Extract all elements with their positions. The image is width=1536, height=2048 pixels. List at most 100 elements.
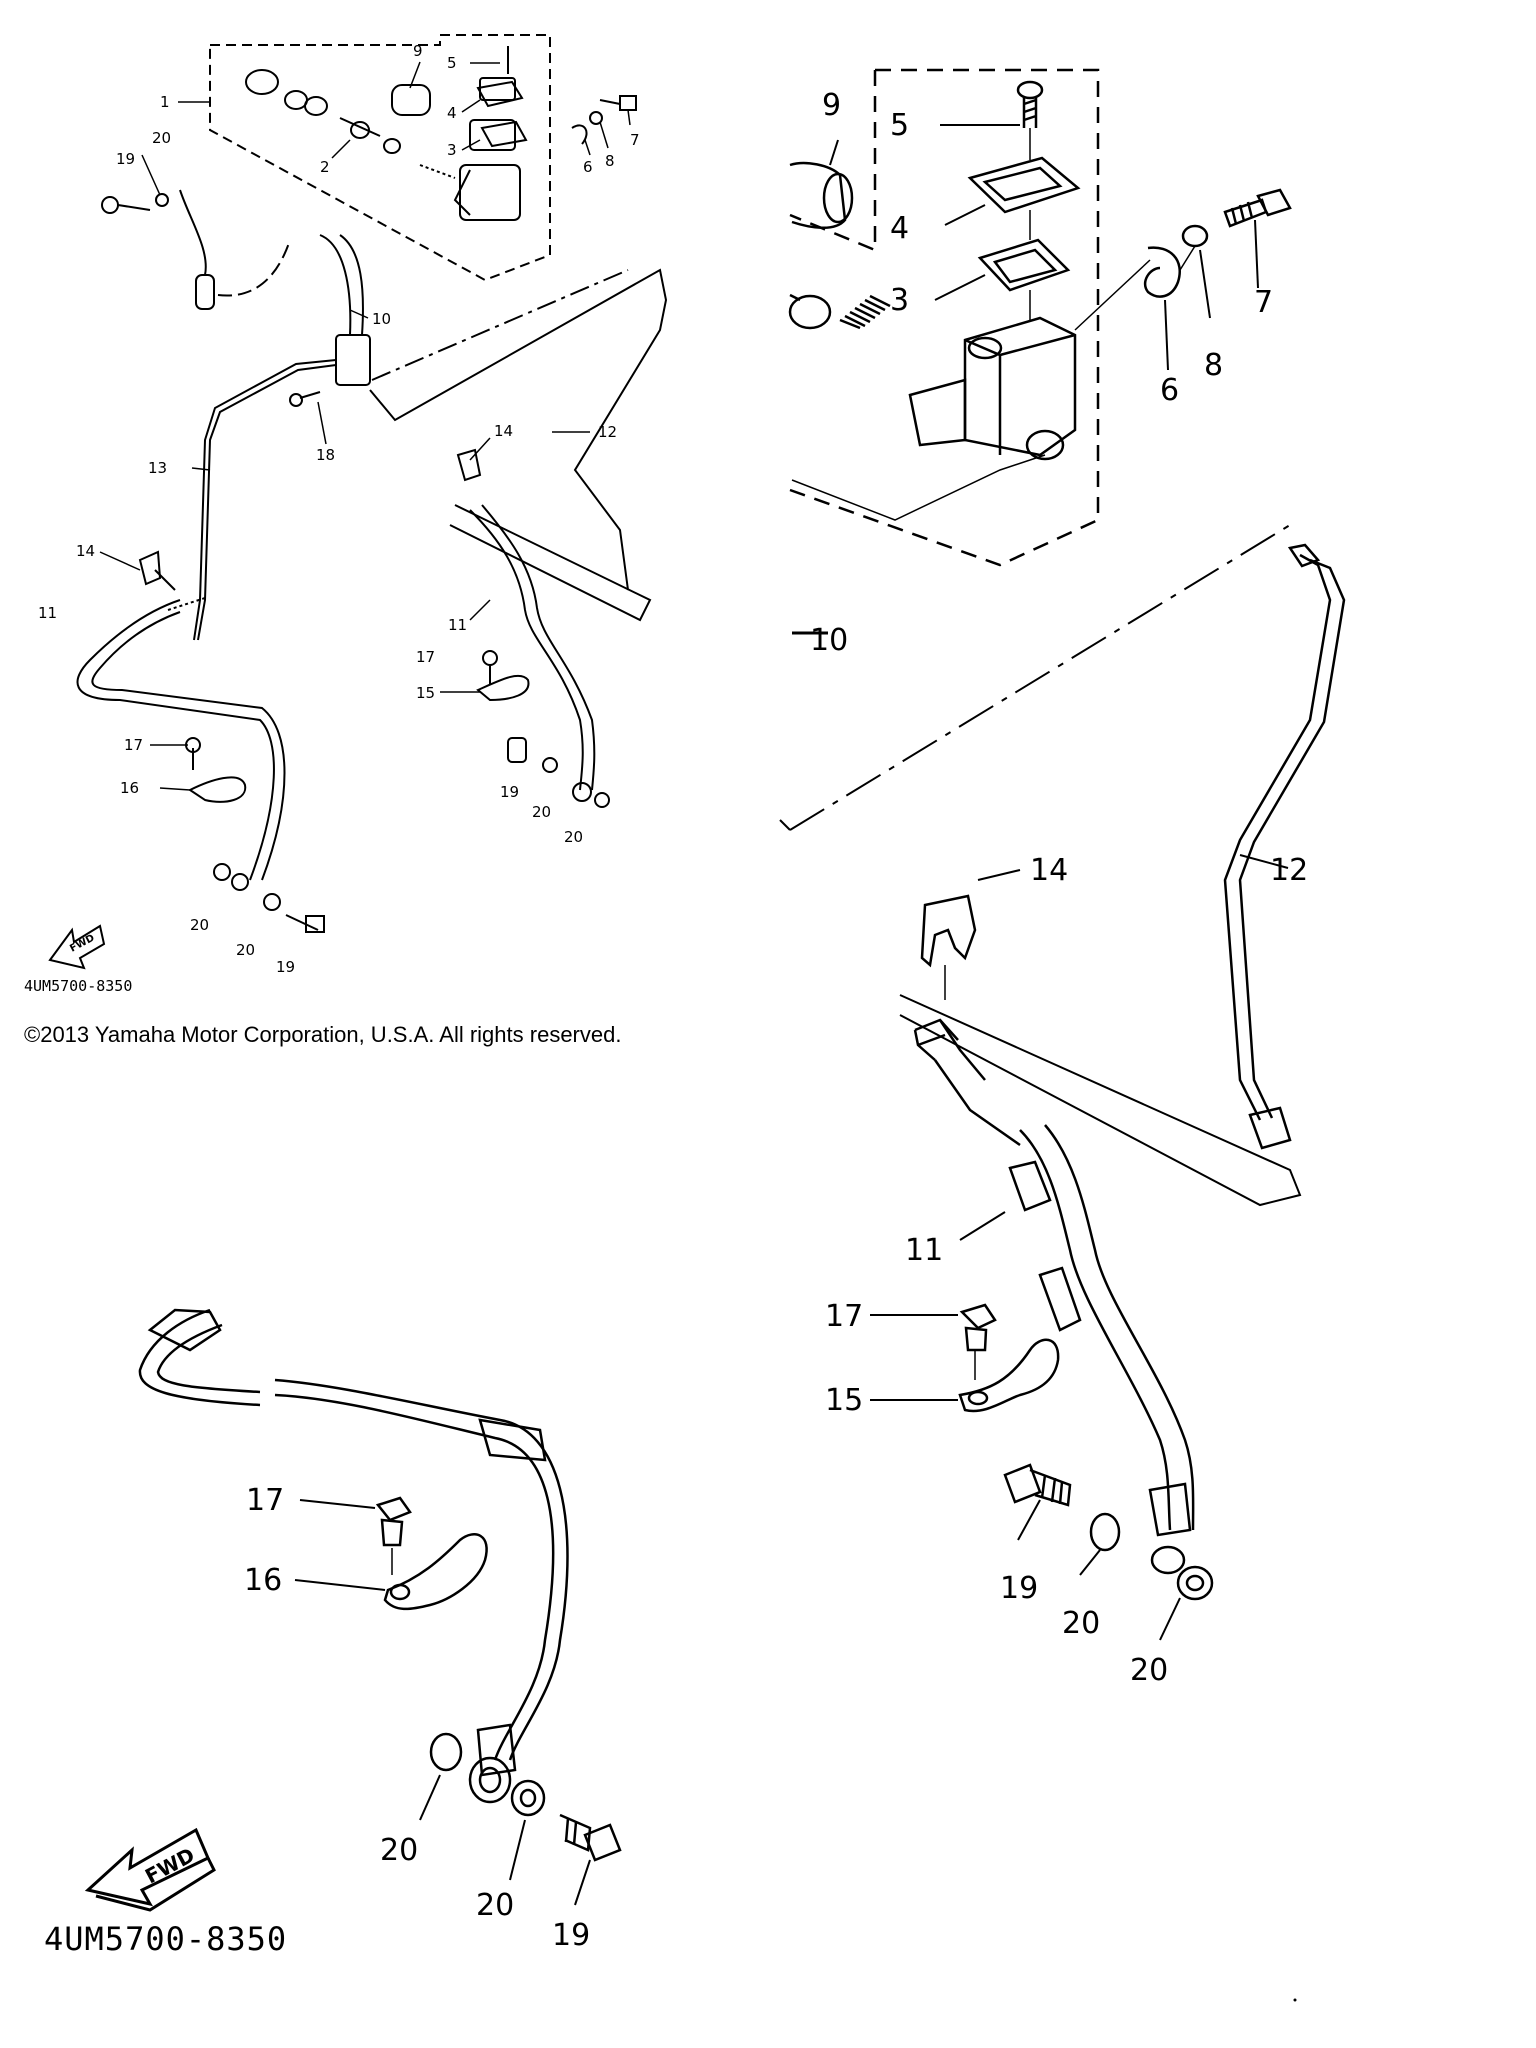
detail-part-19-banjo-bolt (1003, 1463, 1072, 1507)
ov-label-20-bottom-a: 20 (190, 916, 209, 934)
detail-bottom-hose-11 (138, 1308, 569, 1804)
detail-piston-spring (788, 293, 891, 330)
stray-dot (1293, 1998, 1297, 2002)
dr-label-17: 17 (825, 1299, 863, 1334)
ov-label-14-left: 14 (76, 542, 95, 560)
overview-clip-area (449, 504, 652, 622)
ov-label-1: 1 (160, 93, 170, 111)
ov-label-10: 10 (372, 310, 391, 328)
db-label-20-b: 20 (476, 1888, 514, 1923)
ov-label-20-bottom-b: 20 (236, 941, 255, 959)
ov-label-4: 4 (447, 104, 457, 122)
ov-label-14-right: 14 (494, 422, 513, 440)
overview-master-cylinder (453, 77, 521, 221)
ov-label-5: 5 (447, 54, 457, 72)
ov-label-13: 13 (148, 459, 167, 477)
overview-hose-11-left (76, 599, 275, 881)
overview-part-4-cover (476, 80, 524, 108)
copyright-notice: ©2013 Yamaha Motor Corporation, U.S.A. A… (24, 1022, 622, 1047)
detail-part-7-bolt (1223, 188, 1292, 228)
detail-part-14-clip (920, 894, 977, 968)
ov-label-17-right: 17 (416, 648, 435, 666)
ov-label-7: 7 (630, 131, 640, 149)
overview-part-3-diaphragm (480, 120, 528, 148)
overview-bracket-16 (188, 776, 247, 803)
detail-part-17-bolt (959, 1303, 997, 1380)
dr-label-12: 12 (1270, 853, 1308, 888)
ov-label-20-right-b: 20 (564, 828, 583, 846)
db-label-19: 19 (552, 1918, 590, 1953)
detail-right (779, 68, 1346, 1601)
detail-bottom-part-19-bolt (559, 1813, 622, 1862)
detail-master-cylinder (908, 316, 1077, 461)
detail-part-3-diaphragm (977, 238, 1071, 292)
detail-part-20-washer-b (1176, 1565, 1214, 1601)
detail-part-4-cover (967, 156, 1081, 214)
dr-label-11: 11 (905, 1233, 943, 1268)
dr-label-6: 6 (1160, 373, 1179, 408)
ov-label-12: 12 (598, 423, 617, 441)
ov-label-2: 2 (320, 158, 330, 176)
overview-pipe-13 (197, 364, 337, 641)
bottom-fwd-arrow: FWD (84, 1827, 216, 1912)
ov-label-18: 18 (316, 446, 335, 464)
db-label-20-a: 20 (380, 1833, 418, 1868)
detail-part-6-clamp (1143, 246, 1181, 298)
detail-part-9-boot (789, 161, 854, 229)
detail-hose-11 (913, 1018, 1195, 1575)
overview-bracket-15 (476, 674, 530, 702)
ov-label-3: 3 (447, 141, 457, 159)
detail-bottom-leaders (294, 1499, 591, 1906)
dr-label-19: 19 (1000, 1571, 1038, 1606)
dr-label-5: 5 (890, 108, 909, 143)
ov-label-6: 6 (583, 158, 593, 176)
overview-assembly-dashed-box (209, 34, 551, 282)
ov-label-17-left: 17 (124, 736, 143, 754)
detail-right-labels: 9 5 4 3 6 8 7 10 12 14 11 17 15 19 20 20 (810, 88, 1308, 1688)
dr-label-9: 9 (822, 88, 841, 123)
overview-diagram (76, 34, 668, 933)
dr-label-20-b: 20 (1130, 1653, 1168, 1688)
ov-label-11-right: 11 (448, 616, 467, 634)
detail-part-5-screw (1016, 80, 1044, 128)
overview-piston-kit (245, 69, 456, 179)
dr-label-7: 7 (1254, 285, 1273, 320)
ov-label-15: 15 (416, 684, 435, 702)
detail-right-leaders (829, 124, 1289, 1641)
document-code-small: 4UM5700-8350 (24, 977, 133, 995)
detail-bottom-part-20-washer-a (429, 1732, 463, 1772)
document-code-large: 4UM5700-8350 (44, 1920, 288, 1958)
detail-part-20-washer-a (1089, 1512, 1121, 1552)
detail-centerline-10 (789, 524, 1291, 831)
dr-label-20-a: 20 (1062, 1606, 1100, 1641)
detail-bottom-part-16-bracket (383, 1533, 488, 1611)
detail-clip-plate (899, 994, 1302, 1207)
ov-label-9: 9 (413, 42, 423, 60)
overview-junction-block (335, 334, 371, 386)
db-label-17: 17 (246, 1483, 284, 1518)
detail-bottom (138, 1308, 622, 1862)
ov-label-20-top: 20 (152, 129, 171, 147)
dr-label-10: 10 (810, 623, 848, 658)
overview-labels: 1 2 3 4 5 9 6 8 7 10 12 13 14 14 11 11 1… (38, 42, 640, 976)
ov-label-8: 8 (605, 152, 615, 170)
dr-label-3: 3 (890, 283, 909, 318)
overview-pipe-12 (369, 268, 668, 591)
ov-label-11-left: 11 (38, 604, 57, 622)
dr-label-8: 8 (1204, 348, 1223, 383)
ov-label-16: 16 (120, 779, 139, 797)
ov-label-19-top: 19 (116, 150, 135, 168)
detail-part-15-bracket (958, 1338, 1060, 1413)
db-label-16: 16 (244, 1563, 282, 1598)
detail-bottom-part-20-washer-b (510, 1779, 546, 1817)
dr-label-14: 14 (1030, 853, 1068, 888)
ov-label-19-bottom: 19 (276, 958, 295, 976)
ov-label-19-right: 19 (500, 783, 519, 801)
overview-banjo-bolt-19 (117, 204, 151, 211)
overview-fwd-arrow: FWD (48, 924, 106, 970)
detail-bottom-part-17-bolt (375, 1496, 412, 1575)
dr-label-4: 4 (890, 211, 909, 246)
dr-label-15: 15 (825, 1383, 863, 1418)
detail-part-8-washer (1181, 224, 1209, 248)
